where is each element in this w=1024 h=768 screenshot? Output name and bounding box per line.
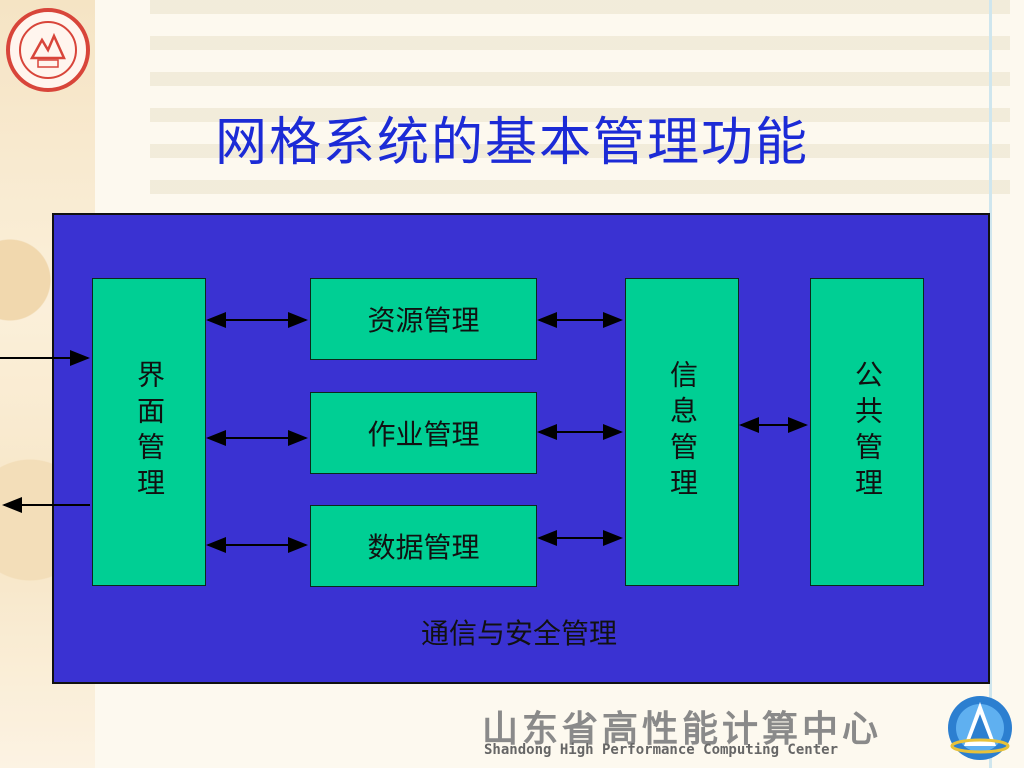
footer-center-name-cn: 山东省高性能计算中心 xyxy=(482,709,883,750)
resource-management-box: 资源管理 xyxy=(310,278,537,360)
data-management-box: 数据管理 xyxy=(310,505,537,587)
page-title: 网格系统的基本管理功能 xyxy=(214,113,809,173)
public-management-label: 公共管理 xyxy=(851,360,884,504)
data-management-label: 数据管理 xyxy=(367,531,480,564)
information-management-box: 信息管理 xyxy=(625,278,739,586)
hpc-center-logo xyxy=(948,696,1012,760)
communication-security-label: 通信与安全管理 xyxy=(420,617,617,650)
footer-center-name-en: Shandong High Performance Computing Cent… xyxy=(484,742,839,758)
interface-management-box: 界面管理 xyxy=(92,278,206,586)
university-seal-logo xyxy=(6,8,90,92)
information-management-label: 信息管理 xyxy=(666,360,699,504)
resource-management-label: 资源管理 xyxy=(367,304,480,337)
job-management-label: 作业管理 xyxy=(367,418,480,451)
interface-management-label: 界面管理 xyxy=(133,360,166,504)
public-management-box: 公共管理 xyxy=(810,278,924,586)
right-edge-line xyxy=(989,0,992,768)
background-stripes xyxy=(150,0,1010,210)
job-management-box: 作业管理 xyxy=(310,392,537,474)
